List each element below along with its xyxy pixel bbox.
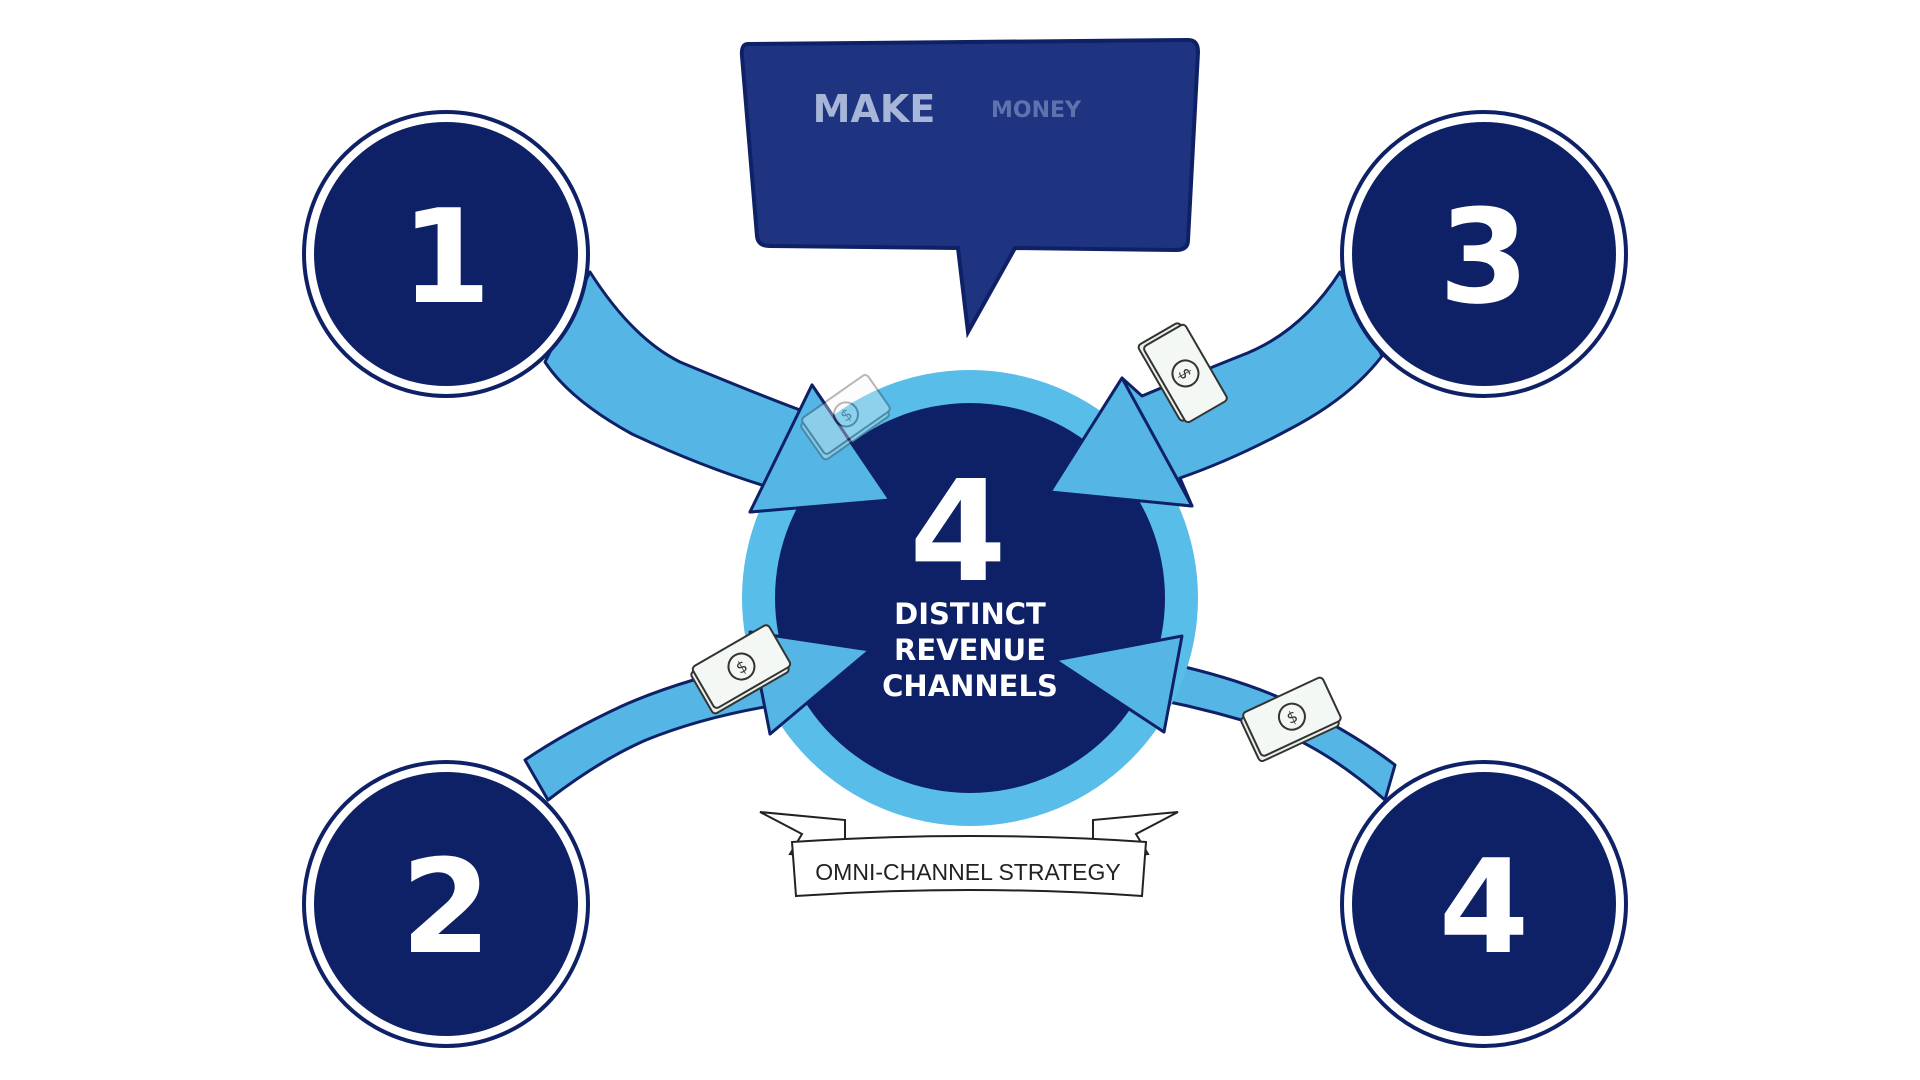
channel-2-circle (314, 772, 578, 1036)
money-stack-icon: $ (1137, 322, 1228, 424)
channel-4-number: 4 (1439, 831, 1529, 983)
hub-line-channels: CHANNELS (882, 669, 1058, 703)
channel-4-circle (1352, 772, 1616, 1036)
channel-1-circle (314, 122, 578, 386)
channel-3: 3 (1340, 110, 1628, 398)
channel-4: 4 (1340, 760, 1628, 1048)
banner-label: OMNI-CHANNEL STRATEGY (815, 859, 1120, 885)
arrowhead-4 (1053, 634, 1184, 734)
speech-bubble-body (739, 37, 1201, 339)
channel-2: 2 (302, 760, 590, 1048)
hub-line-revenue: REVENUE (894, 633, 1046, 667)
arrowhead-1 (748, 383, 892, 514)
channel-2-number: 2 (401, 831, 491, 983)
money-stack-icon: $ (1240, 676, 1342, 763)
money-stack-icon: $ (800, 374, 891, 461)
speech-bubble-word-make: MAKE (813, 87, 936, 131)
channel-1: 1 (302, 110, 590, 398)
speech-bubble: MAKE MONEY (739, 37, 1201, 339)
banner-body (790, 835, 1148, 898)
money-stack-icon: $ (690, 624, 792, 715)
channel-1-number: 1 (401, 181, 491, 333)
strategy-banner: OMNI-CHANNEL STRATEGY (759, 811, 1179, 898)
channel-3-circle (1352, 122, 1616, 386)
hub-number: 4 (909, 451, 1006, 614)
arrowhead-3 (1048, 376, 1194, 508)
speech-bubble-word-money: MONEY (991, 98, 1082, 123)
channel-3-number: 3 (1439, 181, 1529, 333)
money-stacks: $ $ $ $ (690, 322, 1342, 763)
hub-line-distinct: DISTINCT (894, 597, 1046, 631)
